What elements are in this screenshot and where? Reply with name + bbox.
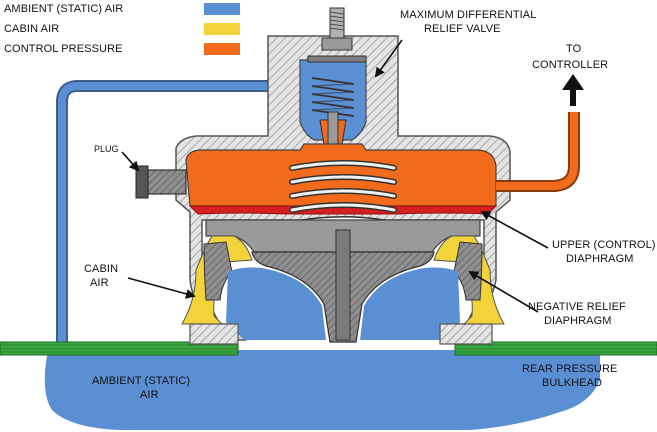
upper-control-diaphragm bbox=[188, 205, 498, 215]
plug bbox=[135, 165, 187, 199]
legend-label-control: CONTROL PRESSURE bbox=[4, 43, 123, 55]
legend-swatch-ambient bbox=[204, 3, 240, 15]
relief-valve-spring bbox=[311, 77, 355, 117]
legend-label-cabin: CABIN AIR bbox=[4, 23, 59, 35]
poppet-stem bbox=[335, 229, 351, 341]
to-controller-label-2: CONTROLLER bbox=[532, 59, 608, 71]
bulkhead-label-1: REAR PRESSURE bbox=[522, 363, 617, 375]
relief-valve-label-1: MAXIMUM DIFFERENTIAL bbox=[400, 9, 536, 21]
relief-valve-chamber bbox=[299, 59, 367, 141]
flange-right bbox=[439, 323, 493, 345]
legend-swatch-cabin bbox=[204, 23, 240, 35]
bulkhead-label-2: BULKHEAD bbox=[542, 377, 602, 389]
callout-lines bbox=[121, 39, 549, 313]
ambient-air-region bbox=[44, 350, 601, 430]
legend-label-ambient: AMBIENT (STATIC) AIR bbox=[4, 3, 123, 15]
negative-relief-label-2: DIAPHRAGM bbox=[544, 315, 612, 327]
to-controller-arrow bbox=[562, 74, 584, 106]
ambient-air-inner bbox=[226, 267, 326, 340]
cabin-air-label-1: CABIN bbox=[84, 263, 118, 275]
negative-relief-label-1: NEGATIVE RELIEF bbox=[528, 301, 626, 313]
cabin-air-label-2: AIR bbox=[90, 277, 109, 289]
flange-left bbox=[189, 323, 239, 345]
adjustment-screw bbox=[307, 7, 367, 63]
legend-swatch-control bbox=[204, 43, 240, 55]
to-controller-label-1: TO bbox=[566, 43, 582, 55]
upper-diaphragm-label-1: UPPER (CONTROL) bbox=[552, 239, 656, 251]
ambient-air-label-1: AMBIENT (STATIC) bbox=[92, 375, 190, 387]
relief-valve-label-2: RELIEF VALVE bbox=[424, 23, 501, 35]
upper-diaphragm-label-2: DIAPHRAGM bbox=[566, 253, 634, 265]
legend: AMBIENT (STATIC) AIR CABIN AIR CONTROL P… bbox=[4, 3, 240, 55]
plug-label: PLUG bbox=[94, 144, 119, 154]
ambient-air-label-2: AIR bbox=[140, 389, 159, 401]
